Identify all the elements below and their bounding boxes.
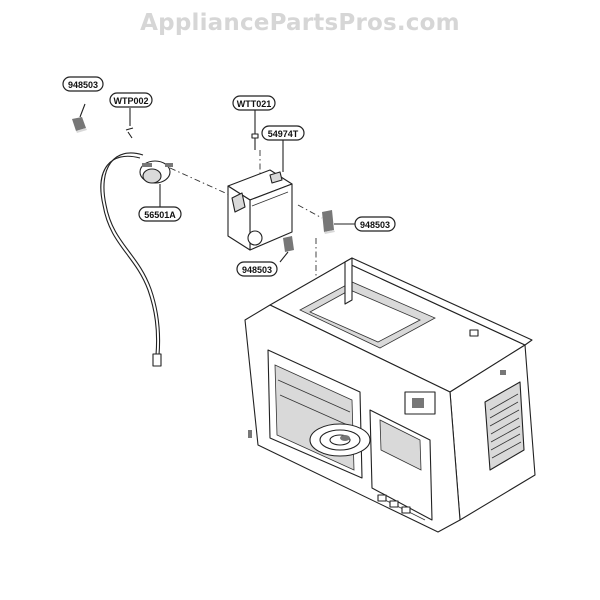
label-56501a: 56501A — [138, 206, 182, 222]
label-948503-right: 948503 — [334, 216, 396, 232]
microwave-cavity-frame — [244, 257, 536, 533]
vent-grille — [489, 393, 522, 459]
label-948503-top: 948503 — [62, 76, 104, 92]
bracket-54974t — [227, 140, 293, 251]
screw-wtt021 — [251, 110, 259, 150]
watermark-text: AppliancePartsPros.com — [140, 10, 460, 36]
thermostat-56501a — [139, 160, 173, 207]
clip-part-bottom — [279, 236, 294, 263]
clip-part-top-left — [72, 103, 87, 133]
clip-part-right — [322, 210, 335, 234]
label-54974t: 54974T — [261, 125, 305, 141]
svg-text:54974T: 54974T — [268, 129, 299, 139]
label-948503-bottom: 948503 — [236, 261, 278, 277]
label-wtp002: WTP002 — [109, 92, 153, 108]
svg-text:948503: 948503 — [360, 220, 390, 230]
svg-text:56501A: 56501A — [144, 210, 176, 220]
svg-text:948503: 948503 — [68, 80, 98, 90]
label-wtt021: WTT021 — [232, 95, 276, 111]
svg-text:948503: 948503 — [242, 265, 272, 275]
wire-harness — [100, 152, 162, 367]
svg-text:WTP002: WTP002 — [113, 96, 148, 106]
svg-text:WTT021: WTT021 — [237, 99, 272, 109]
screw-wtp002 — [125, 108, 134, 139]
